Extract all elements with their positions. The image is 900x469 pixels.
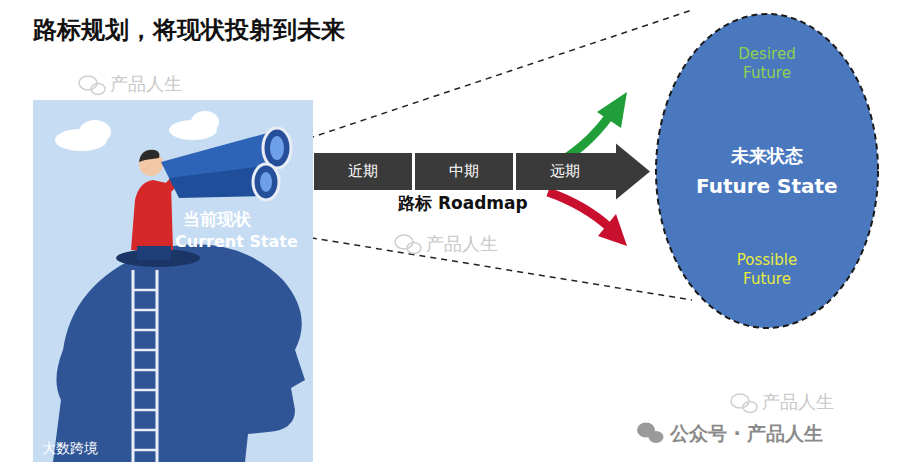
red-arrow xyxy=(548,192,610,228)
segment-label: 远期 xyxy=(550,162,580,181)
ladder xyxy=(133,270,157,462)
ladder-rungs xyxy=(133,290,157,450)
watermark: 产品人生 xyxy=(426,232,498,256)
watermark: 公众号 · 产品人生 xyxy=(670,421,823,447)
roadmap-arrow xyxy=(614,144,650,200)
hair xyxy=(139,150,160,162)
roadmap-segment: 中期 xyxy=(415,153,513,190)
thinker-illustration xyxy=(33,100,313,462)
wechat-icon xyxy=(637,423,664,444)
possible-future: Possible Future xyxy=(722,251,812,289)
green-arrow-head xyxy=(597,92,627,128)
future-state-cn: 未来状态 xyxy=(731,144,803,168)
arrow-shaft xyxy=(614,153,616,190)
watermark: 产品人生 xyxy=(762,390,834,414)
roadmap-label: 路标 Roadmap xyxy=(398,192,528,215)
binoculars xyxy=(161,128,291,200)
state-label: 当前现状 xyxy=(183,208,251,231)
segment-label: 中期 xyxy=(449,162,479,181)
cloud xyxy=(55,111,219,151)
current-state-panel: 当前现状Current State xyxy=(33,100,313,462)
head-silhouette xyxy=(53,244,305,462)
roadmap-segment: 远期 xyxy=(516,153,614,190)
state-label-en: Current State xyxy=(175,232,298,251)
desired-future: Desired Future xyxy=(722,45,812,83)
red-jacket xyxy=(131,180,173,250)
dashed-line xyxy=(298,10,692,142)
future-state-en: Future State xyxy=(696,174,838,198)
roadmap-segment: 近期 xyxy=(314,153,412,190)
sky xyxy=(33,100,313,462)
diagram-title: 路标规划，将现状投射到未来 xyxy=(33,14,345,46)
trousers xyxy=(137,246,171,260)
watermark: 产品人生 xyxy=(110,72,182,96)
arrow-head xyxy=(616,144,650,200)
segment-label: 近期 xyxy=(348,162,378,181)
red-arrow-head xyxy=(598,214,627,246)
future-state-ellipse: Desired Future 未来状态 Future StatePossible F… xyxy=(654,12,880,330)
watermark: 大数跨境 xyxy=(42,440,98,458)
